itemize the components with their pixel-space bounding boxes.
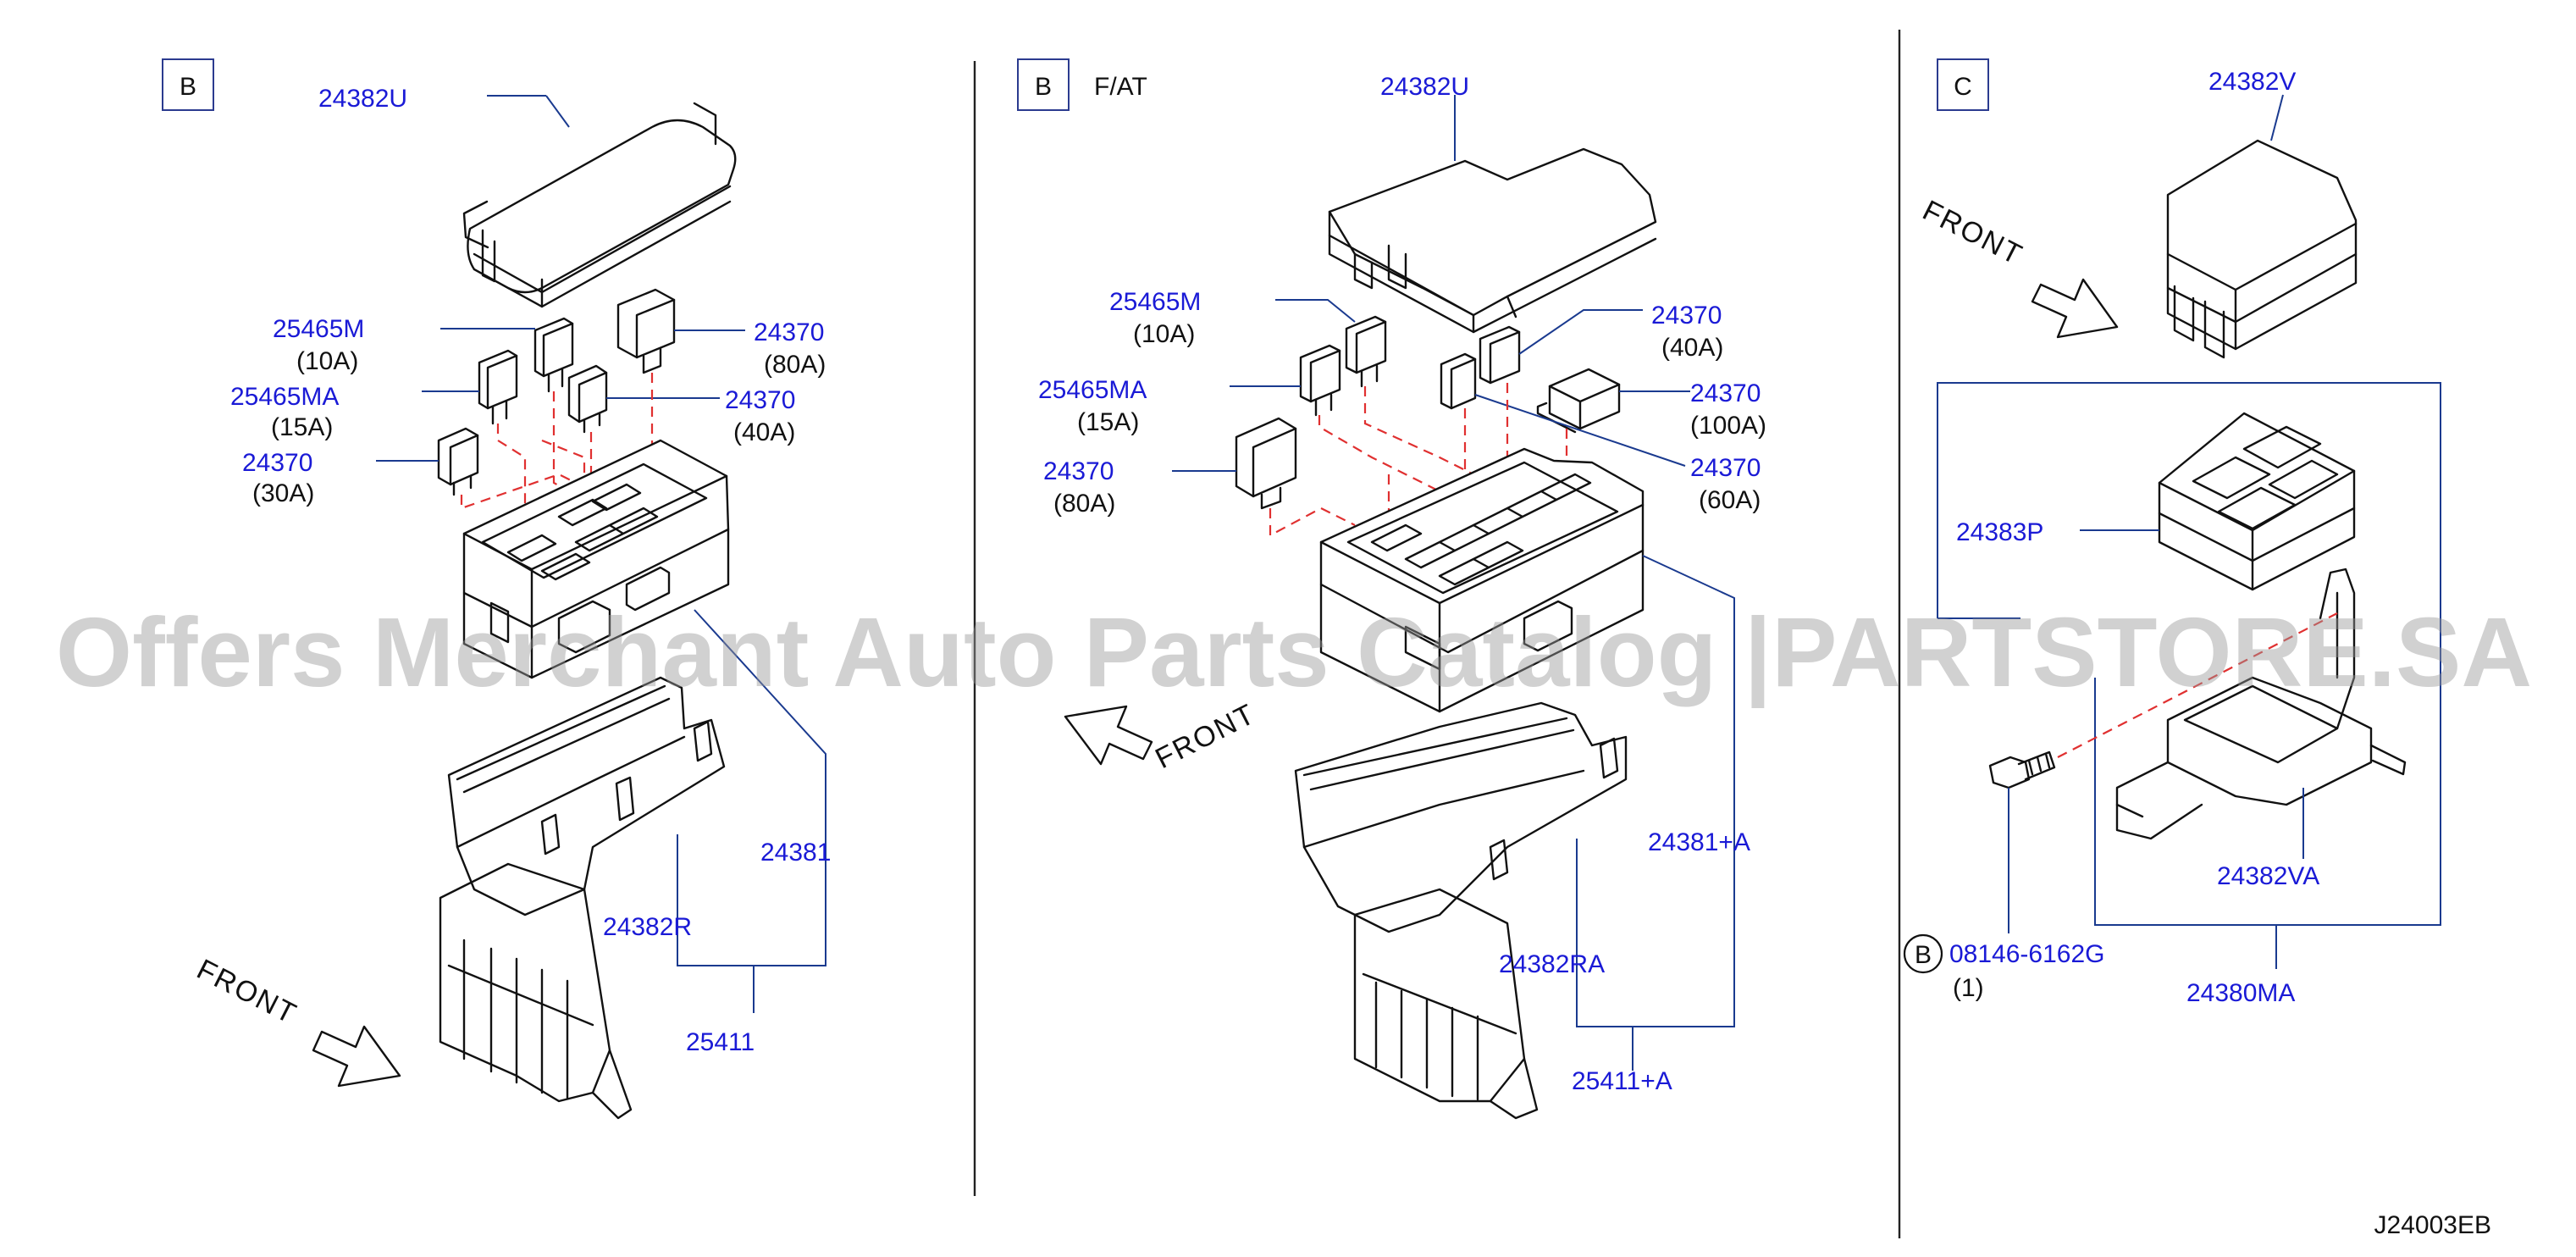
middle-label-fuse-40-rating: (40A) — [1661, 334, 1723, 362]
middle-fuse-100-drawing — [1536, 368, 1621, 434]
middle-label-fuse-100-rating: (100A) — [1690, 412, 1766, 440]
middle-label-fuse-m: 25465M — [1109, 288, 1201, 316]
middle-label-set: 25411+A — [1572, 1067, 1672, 1095]
left-front-arrow-icon — [312, 1025, 401, 1088]
left-label-fuse-ma-rating: (15A) — [271, 413, 333, 441]
middle-label-fuse-ma: 25465MA — [1038, 376, 1147, 404]
left-label-fuse-40-rating: (40A) — [733, 418, 795, 446]
middle-case-drawing — [1294, 701, 1628, 1120]
right-label-cover: 24382V — [2208, 68, 2296, 96]
middle-label-fuse-100: 24370 — [1690, 379, 1761, 407]
middle-fuse-60-leader — [1474, 394, 1686, 467]
left-label-case: 24382R — [603, 913, 692, 941]
right-bracket-drawing — [2115, 568, 2407, 840]
section-note-middle: F/AT — [1094, 73, 1147, 101]
middle-cover-drawing — [1328, 147, 1657, 334]
middle-label-fuse-80: 24370 — [1043, 457, 1114, 485]
right-cover-leader — [2270, 94, 2284, 141]
section-box-right — [1937, 58, 1989, 111]
section-box-left — [162, 58, 214, 111]
right-cover-drawing — [2166, 139, 2358, 359]
right-bolt-drawing — [1988, 750, 2056, 789]
watermark: Offers Merchant Auto Parts Catalog |PART… — [56, 597, 2532, 708]
right-bolt-install-line — [2057, 612, 2338, 758]
section-tag-right: C — [1954, 73, 1972, 101]
left-label-fuse-m: 25465M — [273, 315, 364, 343]
right-front-label: FRONT — [1917, 194, 2027, 272]
left-label-fuse-30: 24370 — [242, 449, 312, 477]
right-holder-drawing — [2158, 412, 2356, 591]
middle-label-fuse-m-rating: (10A) — [1133, 320, 1195, 348]
middle-label-block: 24381+A — [1648, 828, 1750, 856]
left-label-fuse-ma: 25465MA — [230, 383, 339, 411]
left-fuse-30-drawing — [437, 427, 479, 496]
section-tag-left: B — [180, 73, 196, 101]
left-cover-drawing — [462, 102, 737, 308]
middle-fuse-80-drawing — [1235, 417, 1297, 510]
middle-label-fuse-80-rating: (80A) — [1053, 490, 1115, 518]
left-front-label: FRONT — [191, 953, 301, 1031]
left-label-fuse-80: 24370 — [754, 318, 824, 346]
right-label-bolt: 08146-6162G — [1949, 940, 2105, 968]
middle-label-case: 24382RA — [1499, 950, 1605, 978]
section-box-middle — [1017, 58, 1070, 111]
middle-block-leader — [1576, 555, 1735, 1027]
middle-label-fuse-ma-rating: (15A) — [1077, 408, 1139, 436]
middle-label-fuse-40: 24370 — [1651, 302, 1722, 329]
left-label-cover: 24382U — [318, 85, 407, 113]
middle-label-fuse-60-rating: (60A) — [1699, 486, 1761, 514]
middle-front-arrow-icon — [1064, 705, 1153, 766]
left-label-fuse-30-rating: (30A) — [252, 479, 314, 507]
right-label-bracket: 24382VA — [2217, 862, 2319, 890]
section-tag-middle: B — [1035, 73, 1052, 101]
middle-label-cover: 24382U — [1380, 73, 1469, 101]
left-fuse-80-drawing — [616, 288, 676, 374]
left-case-drawing — [439, 676, 726, 1120]
middle-front-label: FRONT — [1150, 698, 1260, 776]
middle-fuse-m-drawing — [1345, 315, 1387, 388]
right-label-holder: 24383P — [1956, 518, 2043, 546]
left-block-drawing — [462, 439, 730, 679]
left-fuse-ma-drawing — [478, 349, 518, 425]
left-label-fuse-40: 24370 — [725, 386, 795, 414]
left-label-fuse-m-rating: (10A) — [296, 347, 358, 375]
right-bolt-mark-circle — [1903, 933, 1943, 974]
left-label-set: 25411 — [686, 1028, 755, 1056]
right-group-frame — [1937, 382, 2441, 926]
middle-fuse-40-drawing — [1440, 325, 1521, 410]
middle-block-drawing — [1319, 447, 1645, 713]
middle-fuse-ma-drawing — [1299, 344, 1341, 417]
left-label-block: 24381 — [760, 839, 831, 867]
right-label-assembly: 24380MA — [2186, 979, 2295, 1007]
left-fuse-m-drawing — [533, 317, 574, 393]
right-bolt-mark: B — [1915, 941, 1932, 969]
middle-label-fuse-60: 24370 — [1690, 454, 1761, 482]
right-front-arrow-icon — [2031, 278, 2119, 339]
left-fuse-40-drawing — [567, 364, 608, 434]
right-label-bolt-qty: (1) — [1953, 974, 1984, 1002]
diagram-code: J24003EB — [2374, 1211, 2491, 1239]
left-label-fuse-80-rating: (80A) — [764, 351, 826, 379]
